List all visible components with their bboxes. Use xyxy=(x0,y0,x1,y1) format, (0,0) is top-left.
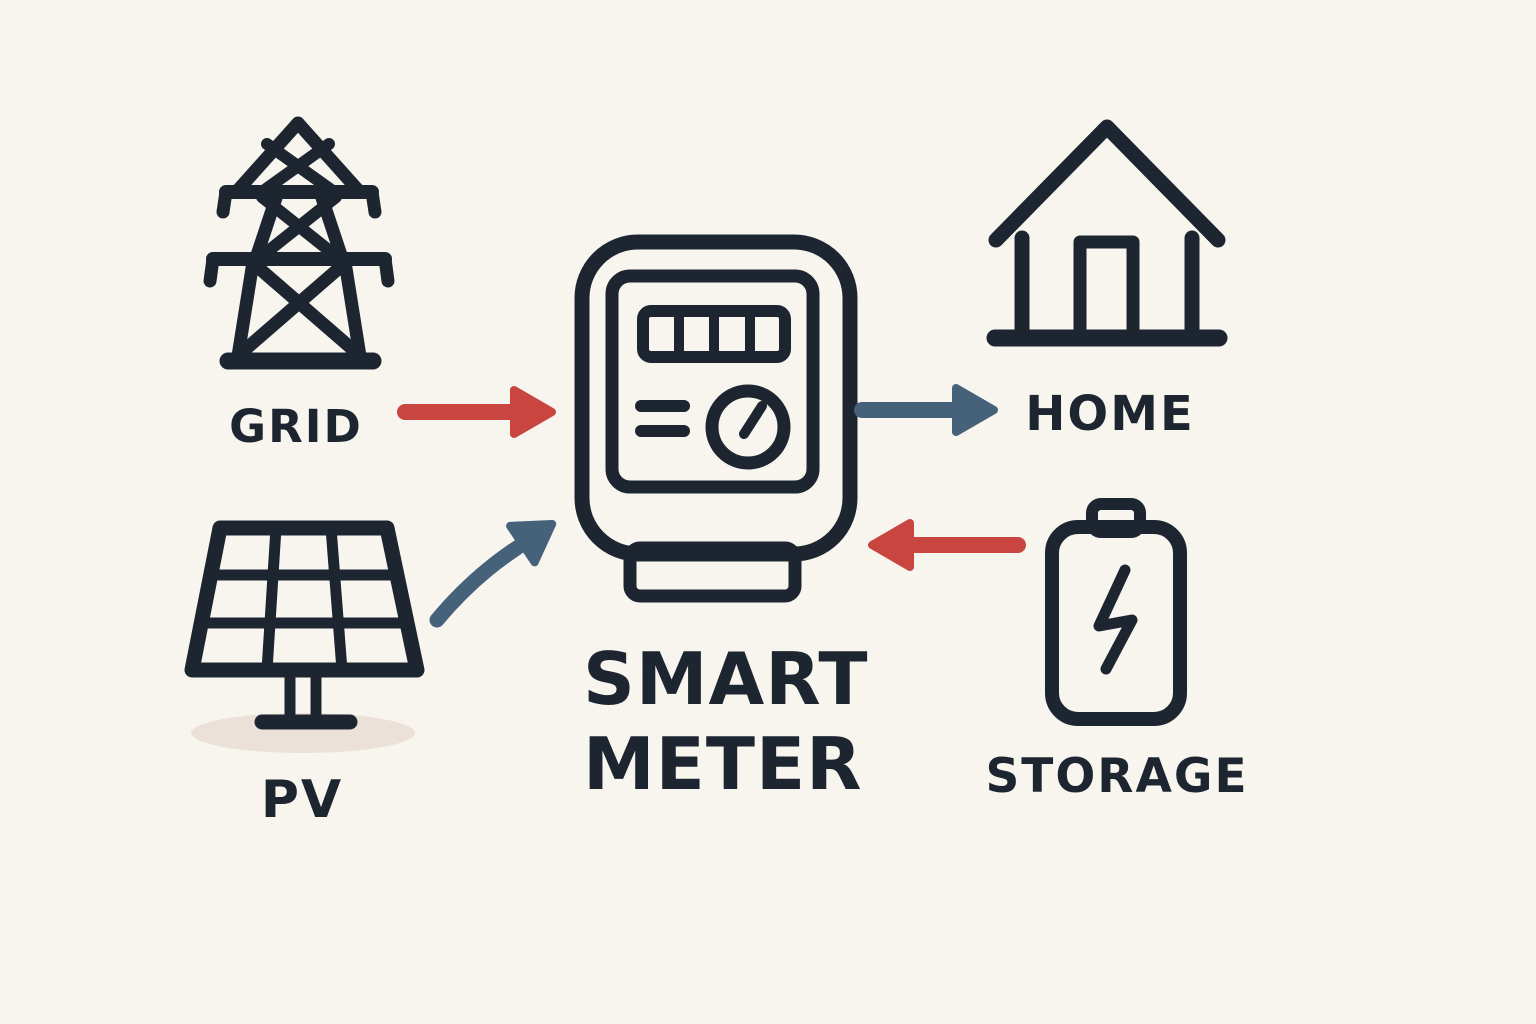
meter-dial-needle xyxy=(739,401,767,439)
battery-icon xyxy=(1045,498,1187,726)
flow-storage-to-meter-arrow xyxy=(868,519,1026,571)
flow-pv-to-meter-arrow xyxy=(429,519,557,628)
storage-node: STORAGE xyxy=(985,498,1248,804)
pv-ground-shadow xyxy=(191,713,415,753)
pv-node: PV xyxy=(184,520,425,830)
grid-node: GRID xyxy=(203,116,395,453)
meter-label-line2: METER xyxy=(583,722,863,806)
meter-body xyxy=(574,234,858,562)
lightning-bolt-icon xyxy=(1093,564,1138,675)
meter-panel xyxy=(605,269,820,494)
transmission-tower-icon xyxy=(203,116,395,370)
meter-dial xyxy=(705,384,791,470)
grid-label: GRID xyxy=(229,400,363,453)
solar-panel-icon xyxy=(184,520,425,730)
home-node: HOME xyxy=(986,119,1228,442)
home-label: HOME xyxy=(1025,386,1195,442)
storage-label: STORAGE xyxy=(985,749,1248,804)
flow-grid-to-meter-arrow xyxy=(397,386,556,438)
pv-label: PV xyxy=(261,770,343,830)
battery-body xyxy=(1045,520,1187,726)
flow-meter-to-home-arrow xyxy=(854,384,998,436)
meter-label-line1: SMART xyxy=(583,637,869,721)
house-icon xyxy=(986,119,1228,347)
meter-display-segments xyxy=(674,309,755,359)
meter-equals-lines xyxy=(635,400,690,437)
flow-arrows xyxy=(397,384,1026,628)
smart-meter-node: SMART METER xyxy=(574,234,869,806)
smart-meter-icon xyxy=(574,234,858,603)
